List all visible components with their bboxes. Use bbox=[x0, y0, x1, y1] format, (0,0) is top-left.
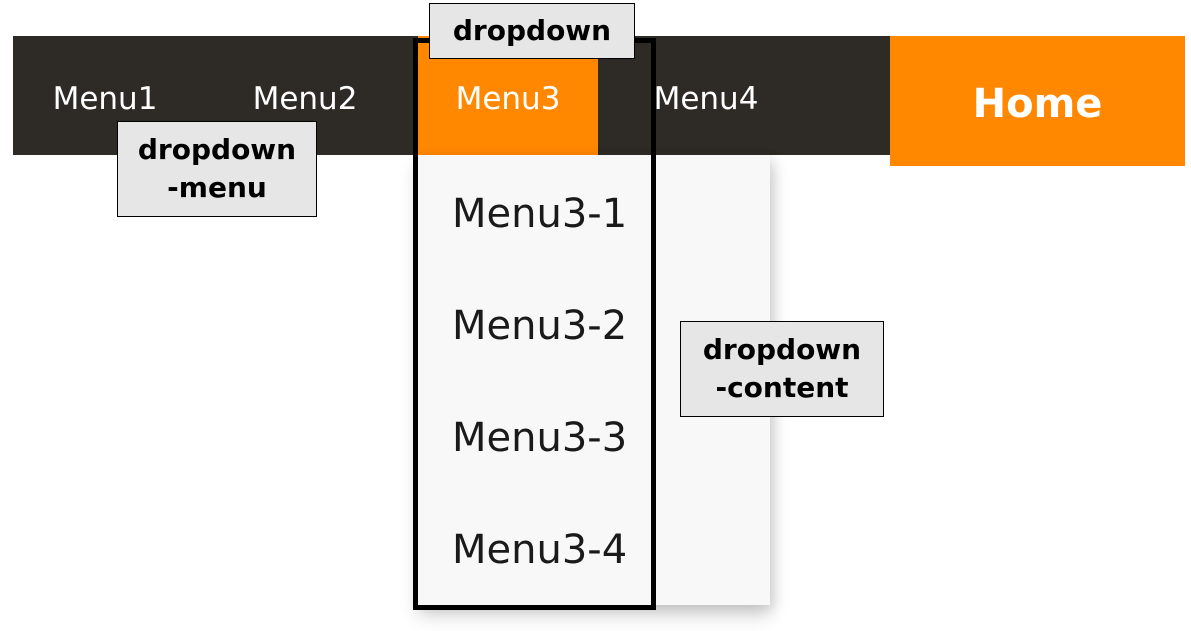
nav-item-menu1[interactable]: Menu1 bbox=[52, 81, 158, 117]
annotation-dropdown: dropdown bbox=[429, 3, 635, 59]
nav-item-menu2[interactable]: Menu2 bbox=[252, 81, 358, 117]
dropdown-item-menu3-1[interactable]: Menu3-1 bbox=[452, 191, 628, 237]
nav-item-menu4[interactable]: Menu4 bbox=[653, 81, 759, 117]
dropdown-item-menu3-2[interactable]: Menu3-2 bbox=[452, 303, 628, 349]
dropdown-highlight-outline bbox=[413, 38, 656, 610]
home-button[interactable]: Home bbox=[890, 36, 1185, 166]
annotation-dropdown-menu: dropdown -menu bbox=[117, 121, 317, 217]
annotation-dropdown-content: dropdown -content bbox=[680, 321, 884, 417]
dropdown-item-menu3-4[interactable]: Menu3-4 bbox=[452, 527, 628, 573]
dropdown-item-menu3-3[interactable]: Menu3-3 bbox=[452, 415, 628, 461]
